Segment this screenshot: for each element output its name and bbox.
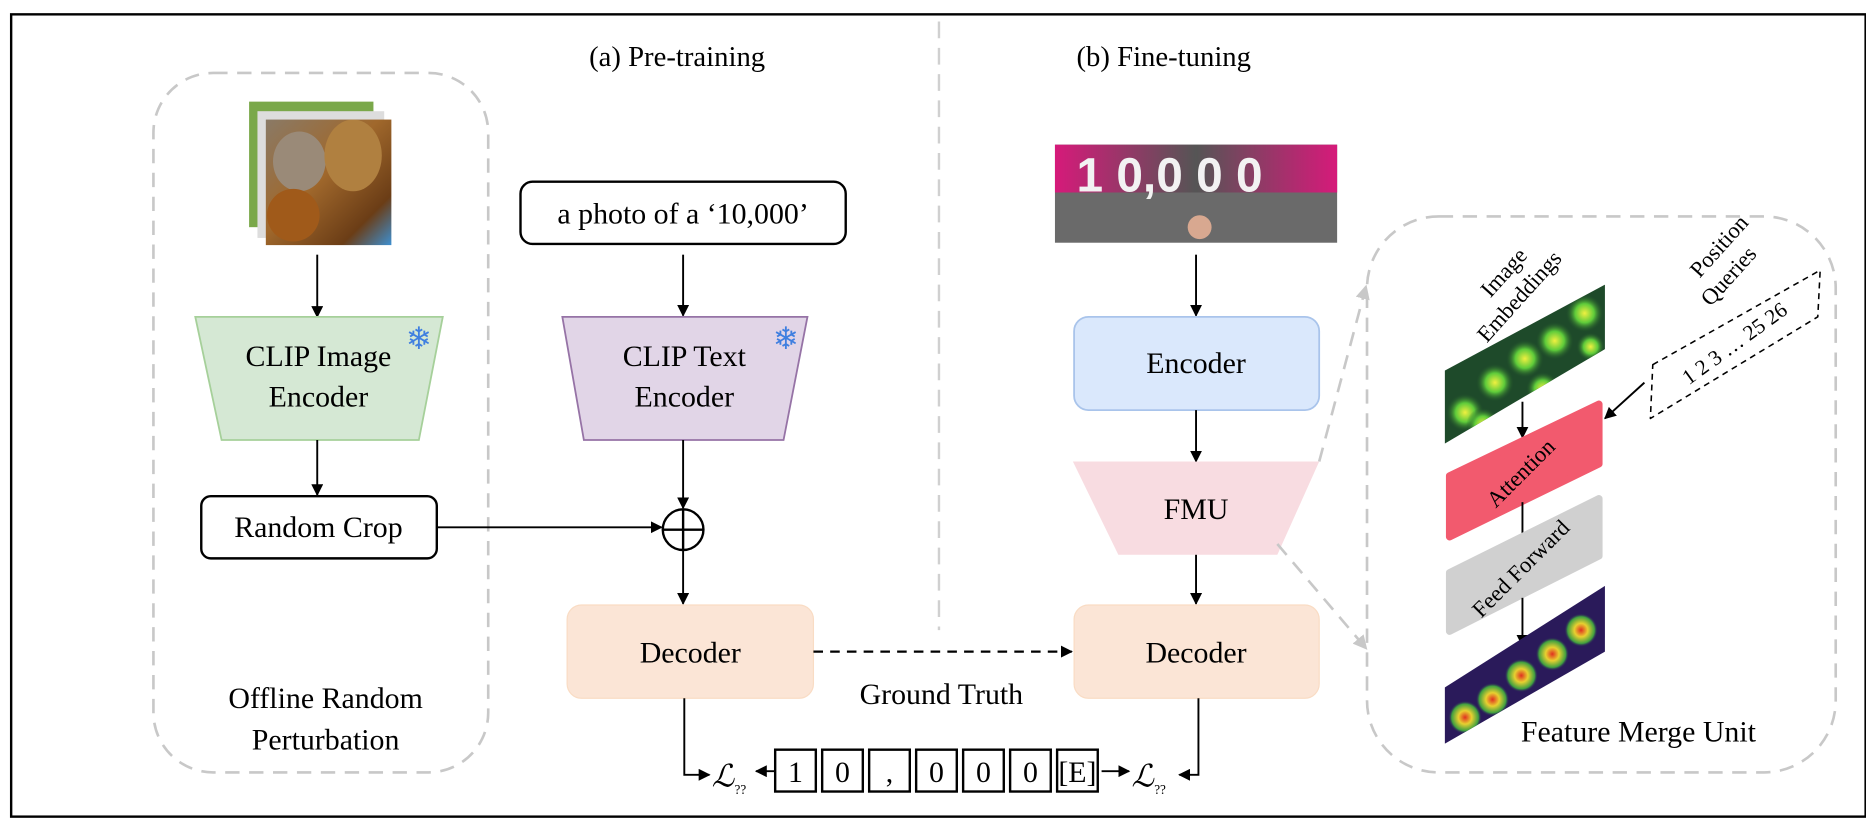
token-box [820, 748, 865, 793]
pretrain-decoder-label: Decoder [640, 636, 741, 669]
finetune-decoder [1073, 604, 1320, 699]
finetune-encoder-label: Encoder [1146, 347, 1246, 380]
zoom-connector-top [1317, 284, 1370, 462]
fmu-block [1072, 461, 1320, 555]
fmu-detail-group [1365, 215, 1838, 774]
finetune-input-image: 1 0,0 0 0 [1054, 144, 1338, 243]
token-box [1055, 748, 1099, 793]
snowflake-icon: ❄ [773, 321, 799, 356]
sign-digits: 1 0,0 0 0 [1076, 149, 1262, 202]
token-box [961, 748, 1005, 793]
loss-subscript-left: ?? [735, 782, 747, 797]
clip-text-encoder-label: Encoder [635, 381, 735, 414]
fmu-detail-title: Feature Merge Unit [1521, 715, 1757, 748]
clip-image-encoder [194, 315, 444, 441]
position-queries-box [1649, 269, 1821, 420]
attention-block [1445, 400, 1603, 541]
snowflake-icon: ❄ [406, 321, 432, 356]
finetune-decoder-label: Decoder [1145, 636, 1246, 669]
ground-truth-label: Ground Truth [860, 678, 1024, 711]
loss-symbol-right: ℒ [1131, 759, 1154, 794]
token-label: 0 [976, 756, 991, 789]
prompt-text: a photo of a ‘10,000’ [557, 198, 808, 231]
token-label: 0 [1023, 756, 1038, 789]
token-box [1008, 748, 1052, 793]
loss-symbol-left: ℒ [712, 759, 735, 794]
input-image-stack [249, 101, 392, 246]
clip-text-encoder [561, 315, 809, 441]
token-label: 1 [788, 756, 803, 789]
finetuning-title: (b) Fine-tuning [1077, 41, 1252, 73]
perturbation-group-label: Perturbation [252, 724, 400, 757]
token-label: [E] [1058, 756, 1096, 789]
token-label: , [886, 756, 893, 789]
prompt-box [519, 180, 847, 246]
fmu-label: FMU [1164, 493, 1229, 526]
pretraining-title: (a) Pre-training [589, 41, 765, 73]
token-label: 0 [835, 756, 850, 789]
clip-image-encoder-label: CLIP Image [246, 340, 392, 373]
loss-subscript-right: ?? [1154, 782, 1166, 797]
clip-text-encoder-label: CLIP Text [623, 340, 747, 373]
clip-image-encoder-label: Encoder [269, 381, 369, 414]
token-label: 0 [929, 756, 944, 789]
token-box [914, 748, 958, 793]
token-box [867, 748, 911, 793]
perturbation-group-label: Offline Random [228, 682, 422, 715]
position-queries-sequence: 1 2 3 … 25 26 [1678, 297, 1792, 389]
perturbation-group [152, 71, 490, 774]
random-crop-label: Random Crop [234, 511, 402, 544]
token-box [773, 748, 818, 793]
feed-forward-block [1445, 495, 1603, 635]
add-operator-icon [661, 508, 705, 552]
